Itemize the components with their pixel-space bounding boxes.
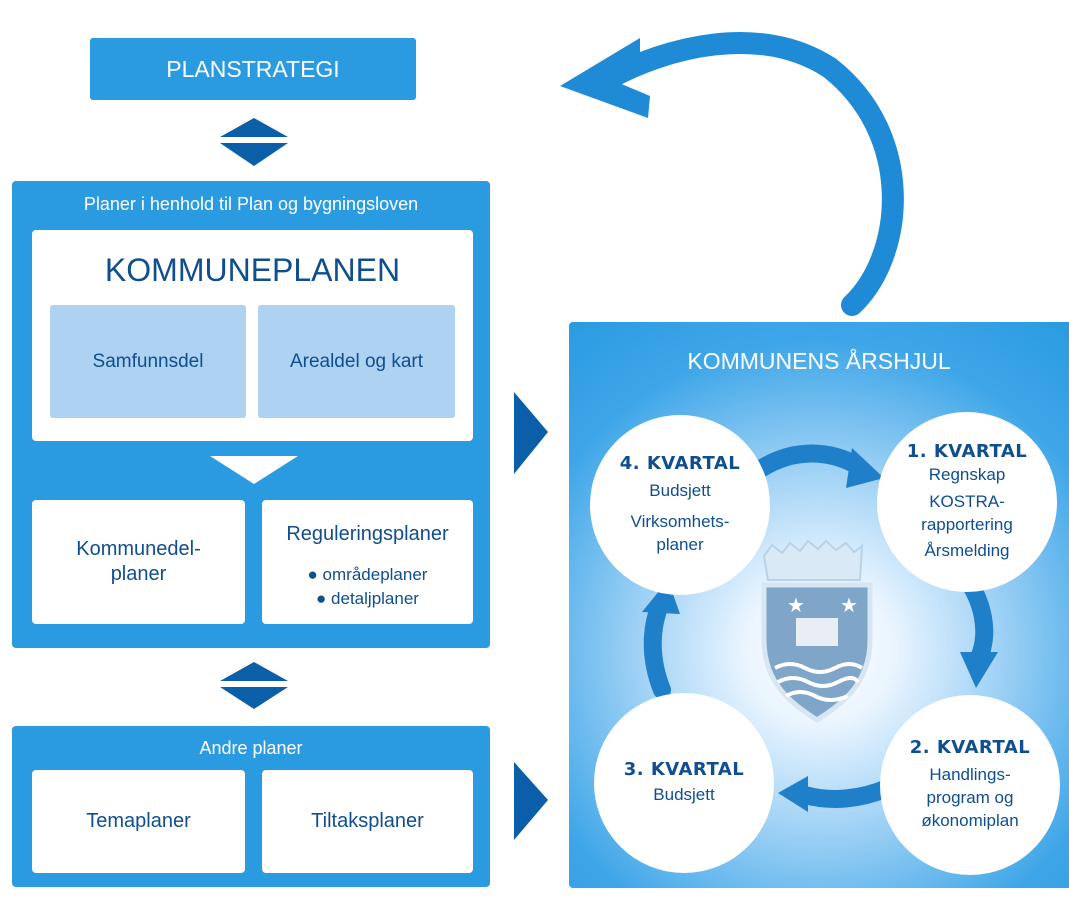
quarter-3-circle: 3. KVARTAL Budsjett <box>594 693 774 873</box>
quarter-2-line: program og <box>926 788 1014 808</box>
double-arrow-icon <box>220 662 288 709</box>
planstrategi-label: PLANSTRATEGI <box>166 55 340 82</box>
quarter-4-heading: 4. KVARTAL <box>619 453 741 475</box>
quarter-1-line: KOSTRA- <box>929 491 1005 511</box>
samfunnsdel-box: Samfunnsdel <box>50 305 246 418</box>
temaplaner-label: Temaplaner <box>86 810 191 832</box>
quarter-4-line: planer <box>656 534 704 554</box>
arshjul-title: KOMMUNENS ÅRSHJUL <box>687 348 951 374</box>
planstrategi-box: PLANSTRATEGI <box>90 38 416 100</box>
reguleringsplaner-item-label: områdeplaner <box>322 565 428 584</box>
samfunnsdel-label: Samfunnsdel <box>92 350 204 372</box>
tiltaksplaner-label: Tiltaksplaner <box>311 810 424 832</box>
kommunedelplaner-box: Kommunedel- planer <box>32 500 245 624</box>
reguleringsplaner-item: ● detaljplaner <box>316 589 419 608</box>
right-chevron-icon <box>514 762 548 840</box>
return-arrow-icon <box>560 32 904 316</box>
kommunedelplaner-line-1: Kommunedel- <box>76 538 201 560</box>
quarter-2-heading: 2. KVARTAL <box>909 737 1031 759</box>
quarter-4-line: Budsjett <box>649 481 711 501</box>
pbl-title: Planer i henhold til Plan og bygningslov… <box>83 194 419 214</box>
quarter-2-circle: 2. KVARTAL Handlings- program og økonomi… <box>880 695 1060 875</box>
quarter-3-line: Budsjett <box>653 785 715 805</box>
quarter-2-line: økonomiplan <box>921 810 1019 830</box>
quarter-3-heading: 3. KVARTAL <box>623 759 745 781</box>
quarter-2-line: Handlings- <box>929 765 1011 785</box>
arealdel-box: Arealdel og kart <box>258 305 455 418</box>
quarter-1-line: Årsmelding <box>924 541 1010 561</box>
quarter-1-heading: 1. KVARTAL <box>906 440 1028 462</box>
quarter-1-line: Regnskap <box>928 464 1006 484</box>
reguleringsplaner-item-label: detaljplaner <box>331 589 419 608</box>
tiltaksplaner-box: Tiltaksplaner <box>262 770 473 873</box>
right-chevron-icon <box>514 392 548 474</box>
quarter-4-line: Virksomhets- <box>630 512 730 532</box>
kommunedelplaner-line-2: planer <box>110 563 167 585</box>
andre-planer-title: Andre planer <box>199 738 303 758</box>
double-arrow-icon <box>220 118 288 166</box>
reguleringsplaner-box <box>262 500 473 624</box>
reguleringsplaner-item: ● områdeplaner <box>307 565 428 584</box>
quarter-1-line: rapportering <box>921 514 1013 534</box>
arealdel-label: Arealdel og kart <box>289 350 424 372</box>
temaplaner-box: Temaplaner <box>32 770 245 873</box>
quarter-1-circle: 1. KVARTAL Regnskap KOSTRA- rapportering… <box>877 412 1057 592</box>
reguleringsplaner-title: Reguleringsplaner <box>286 523 449 545</box>
kommuneplanen-title: KOMMUNEPLANEN <box>104 252 401 288</box>
quarter-4-circle: 4. KVARTAL Budsjett Virksomhets- planer <box>590 415 770 595</box>
